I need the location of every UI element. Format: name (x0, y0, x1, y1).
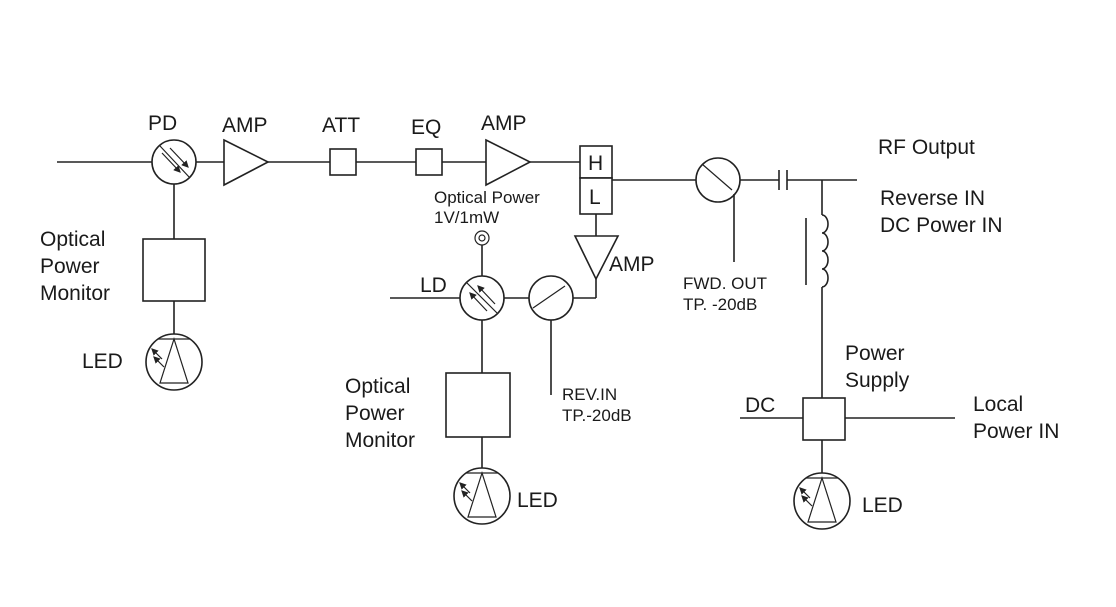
led-3: LED (793, 472, 903, 530)
att-label: ATT (322, 114, 360, 137)
capacitor (778, 170, 788, 190)
power-supply-label-1: Power (845, 342, 905, 365)
pd-label: PD (148, 112, 177, 135)
optical-power-monitor-2: Optical Power Monitor (345, 320, 511, 468)
led1-label: LED (82, 350, 123, 373)
attenuator: ATT (322, 114, 360, 176)
diplex-filter: H L (579, 145, 613, 215)
photodiode-pd: PD (148, 112, 197, 185)
optical-power-scale-label: 1V/1mW (434, 208, 499, 227)
amp1-label: AMP (222, 114, 268, 137)
dc-power-in-label: DC Power IN (880, 214, 1003, 237)
reverse-in-label: Reverse IN (880, 187, 985, 210)
opm2-label-1: Optical (345, 375, 410, 398)
h-label: H (588, 152, 603, 175)
opm2-label-2: Power (345, 402, 405, 425)
optical-power-testpoint: Optical Power 1V/1mW (434, 188, 540, 278)
inductor-choke (805, 180, 829, 398)
ld-label: LD (420, 274, 447, 297)
opm1-label-1: Optical (40, 228, 105, 251)
fwd-out-tp-label: TP. -20dB (683, 295, 757, 314)
reverse-coupler: REV.IN TP.-20dB (528, 275, 632, 425)
opm1-label-2: Power (40, 255, 100, 278)
reverse-path: AMP (390, 214, 655, 299)
amp2-label: AMP (481, 112, 527, 135)
equalizer: EQ (411, 116, 443, 176)
opm2-label-3: Monitor (345, 429, 415, 452)
optical-power-label: Optical Power (434, 188, 540, 207)
amplifier-2: AMP (481, 112, 532, 187)
forward-coupler: FWD. OUT TP. -20dB (683, 157, 767, 314)
opm1-label-3: Monitor (40, 282, 110, 305)
fwd-out-label: FWD. OUT (683, 274, 767, 293)
laser-diode-ld: LD (420, 274, 505, 321)
led-2: LED (453, 467, 558, 525)
amp3-label: AMP (609, 253, 655, 276)
local-power-label-2: Power IN (973, 420, 1059, 443)
rev-in-label: REV.IN (562, 385, 617, 404)
optical-power-monitor-1: Optical Power Monitor (40, 184, 206, 334)
amplifier-1: AMP (222, 114, 270, 187)
led-1: LED (82, 333, 203, 391)
rf-output-label: RF Output (878, 136, 975, 159)
power-supply-label-2: Supply (845, 369, 910, 392)
led3-label: LED (862, 494, 903, 517)
dc-label: DC (745, 394, 775, 417)
power-supply: Power Supply DC Local Power IN (740, 342, 1059, 473)
rev-in-tp-label: TP.-20dB (562, 406, 632, 425)
eq-label: EQ (411, 116, 441, 139)
local-power-label-1: Local (973, 393, 1023, 416)
l-label: L (589, 186, 601, 209)
led2-label: LED (517, 489, 558, 512)
